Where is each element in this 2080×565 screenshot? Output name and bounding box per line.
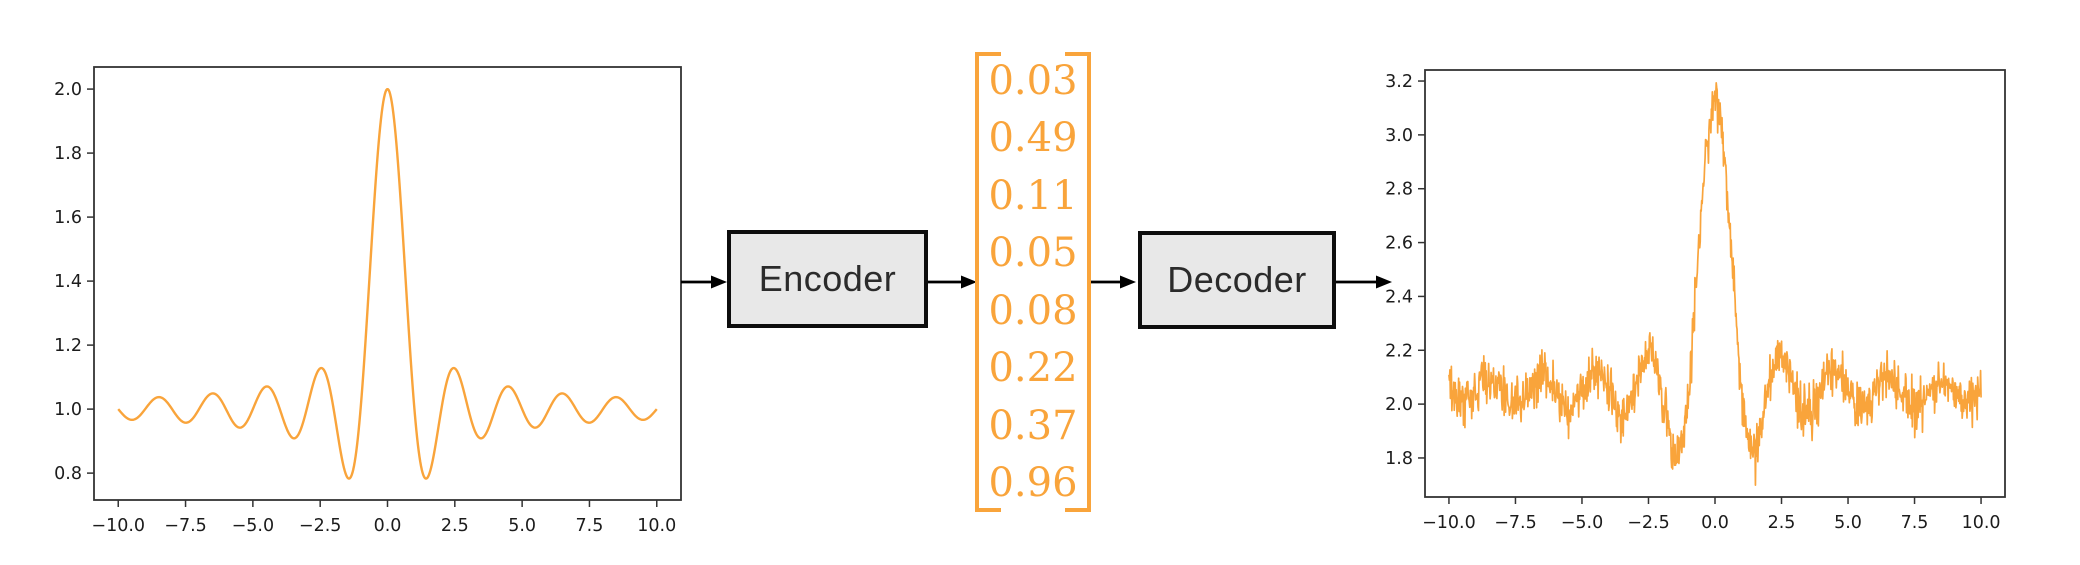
latent-value: 0.08 bbox=[988, 287, 1078, 334]
flow-arrow bbox=[681, 275, 727, 289]
y-tick-label: 1.4 bbox=[54, 272, 82, 292]
x-tick-label: −2.5 bbox=[1627, 513, 1670, 533]
y-tick-label: 1.6 bbox=[54, 208, 82, 228]
decoder-label: Decoder bbox=[1167, 259, 1307, 300]
x-tick-label: 2.5 bbox=[441, 516, 469, 536]
y-tick-label: 2.4 bbox=[1385, 287, 1413, 307]
x-tick-label: −10.0 bbox=[1422, 513, 1476, 533]
latent-value: 0.37 bbox=[988, 402, 1078, 449]
x-tick-label: −5.0 bbox=[232, 516, 275, 536]
y-tick-label: 3.0 bbox=[1385, 126, 1413, 146]
right-bracket-icon bbox=[1065, 52, 1091, 512]
arrow-head-icon bbox=[961, 275, 977, 289]
y-tick-label: 0.8 bbox=[54, 464, 82, 484]
y-tick-label: 1.0 bbox=[54, 400, 82, 420]
arrow-head-icon bbox=[1120, 275, 1136, 289]
signal-curve bbox=[1448, 82, 1982, 487]
y-tick-label: 2.0 bbox=[1385, 395, 1413, 415]
y-tick-label: 1.2 bbox=[54, 336, 82, 356]
latent-value: 0.11 bbox=[988, 172, 1078, 219]
axes-spines bbox=[93, 66, 682, 501]
x-tick-label: −7.5 bbox=[1494, 513, 1537, 533]
axes-spines bbox=[1424, 69, 2006, 498]
x-tick-label: 10.0 bbox=[1962, 513, 2001, 533]
x-tick-label: 0.0 bbox=[1701, 513, 1729, 533]
x-tick-label: −5.0 bbox=[1561, 513, 1604, 533]
decoder-box: Decoder bbox=[1138, 231, 1336, 329]
x-tick-label: 5.0 bbox=[508, 516, 536, 536]
flow-arrow bbox=[1089, 275, 1136, 289]
x-tick-label: 10.0 bbox=[637, 516, 676, 536]
x-tick-label: −10.0 bbox=[91, 516, 145, 536]
x-tick-label: 2.5 bbox=[1768, 513, 1796, 533]
arrow-head-icon bbox=[711, 275, 727, 289]
latent-vector: 0.03 0.49 0.11 0.05 0.08 0.22 0.37 0.96 bbox=[975, 52, 1091, 512]
y-tick-label: 1.8 bbox=[54, 144, 82, 164]
latent-value: 0.05 bbox=[988, 230, 1078, 277]
arrow-head-icon bbox=[1376, 275, 1392, 289]
y-tick-label: 2.0 bbox=[54, 80, 82, 100]
signal-curve bbox=[117, 87, 658, 480]
x-tick-label: −2.5 bbox=[299, 516, 342, 536]
left-bracket-icon bbox=[975, 52, 1001, 512]
latent-value: 0.49 bbox=[988, 115, 1078, 162]
x-tick-label: 5.0 bbox=[1834, 513, 1862, 533]
x-tick-label: −7.5 bbox=[164, 516, 207, 536]
latent-value: 0.96 bbox=[988, 460, 1078, 507]
latent-value: 0.22 bbox=[988, 345, 1078, 392]
x-tick-label: 7.5 bbox=[576, 516, 604, 536]
x-tick-label: 0.0 bbox=[374, 516, 402, 536]
flow-arrow bbox=[1336, 275, 1392, 289]
y-tick-label: 2.6 bbox=[1385, 234, 1413, 254]
latent-value: 0.03 bbox=[988, 57, 1078, 104]
y-tick-label: 2.8 bbox=[1385, 180, 1413, 200]
y-tick-label: 1.8 bbox=[1385, 449, 1413, 469]
flow-arrow bbox=[928, 275, 977, 289]
encoder-box: Encoder bbox=[727, 230, 928, 328]
x-tick-label: 7.5 bbox=[1901, 513, 1929, 533]
latent-vector-values: 0.03 0.49 0.11 0.05 0.08 0.22 0.37 0.96 bbox=[975, 52, 1091, 512]
output-signal-plot: −10.0 −7.5 −5.0 −2.5 0.0 2.5 5.0 7.5 10.0 1.8 2.0 2… bbox=[1385, 69, 2006, 533]
y-tick-label: 3.2 bbox=[1385, 72, 1413, 92]
y-tick-label: 2.2 bbox=[1385, 341, 1413, 361]
encoder-label: Encoder bbox=[758, 258, 897, 299]
input-signal-plot: −10.0 −7.5 −5.0 −2.5 0.0 2.5 5.0 7.5 10.0 0.8 1.0 1… bbox=[54, 66, 682, 536]
